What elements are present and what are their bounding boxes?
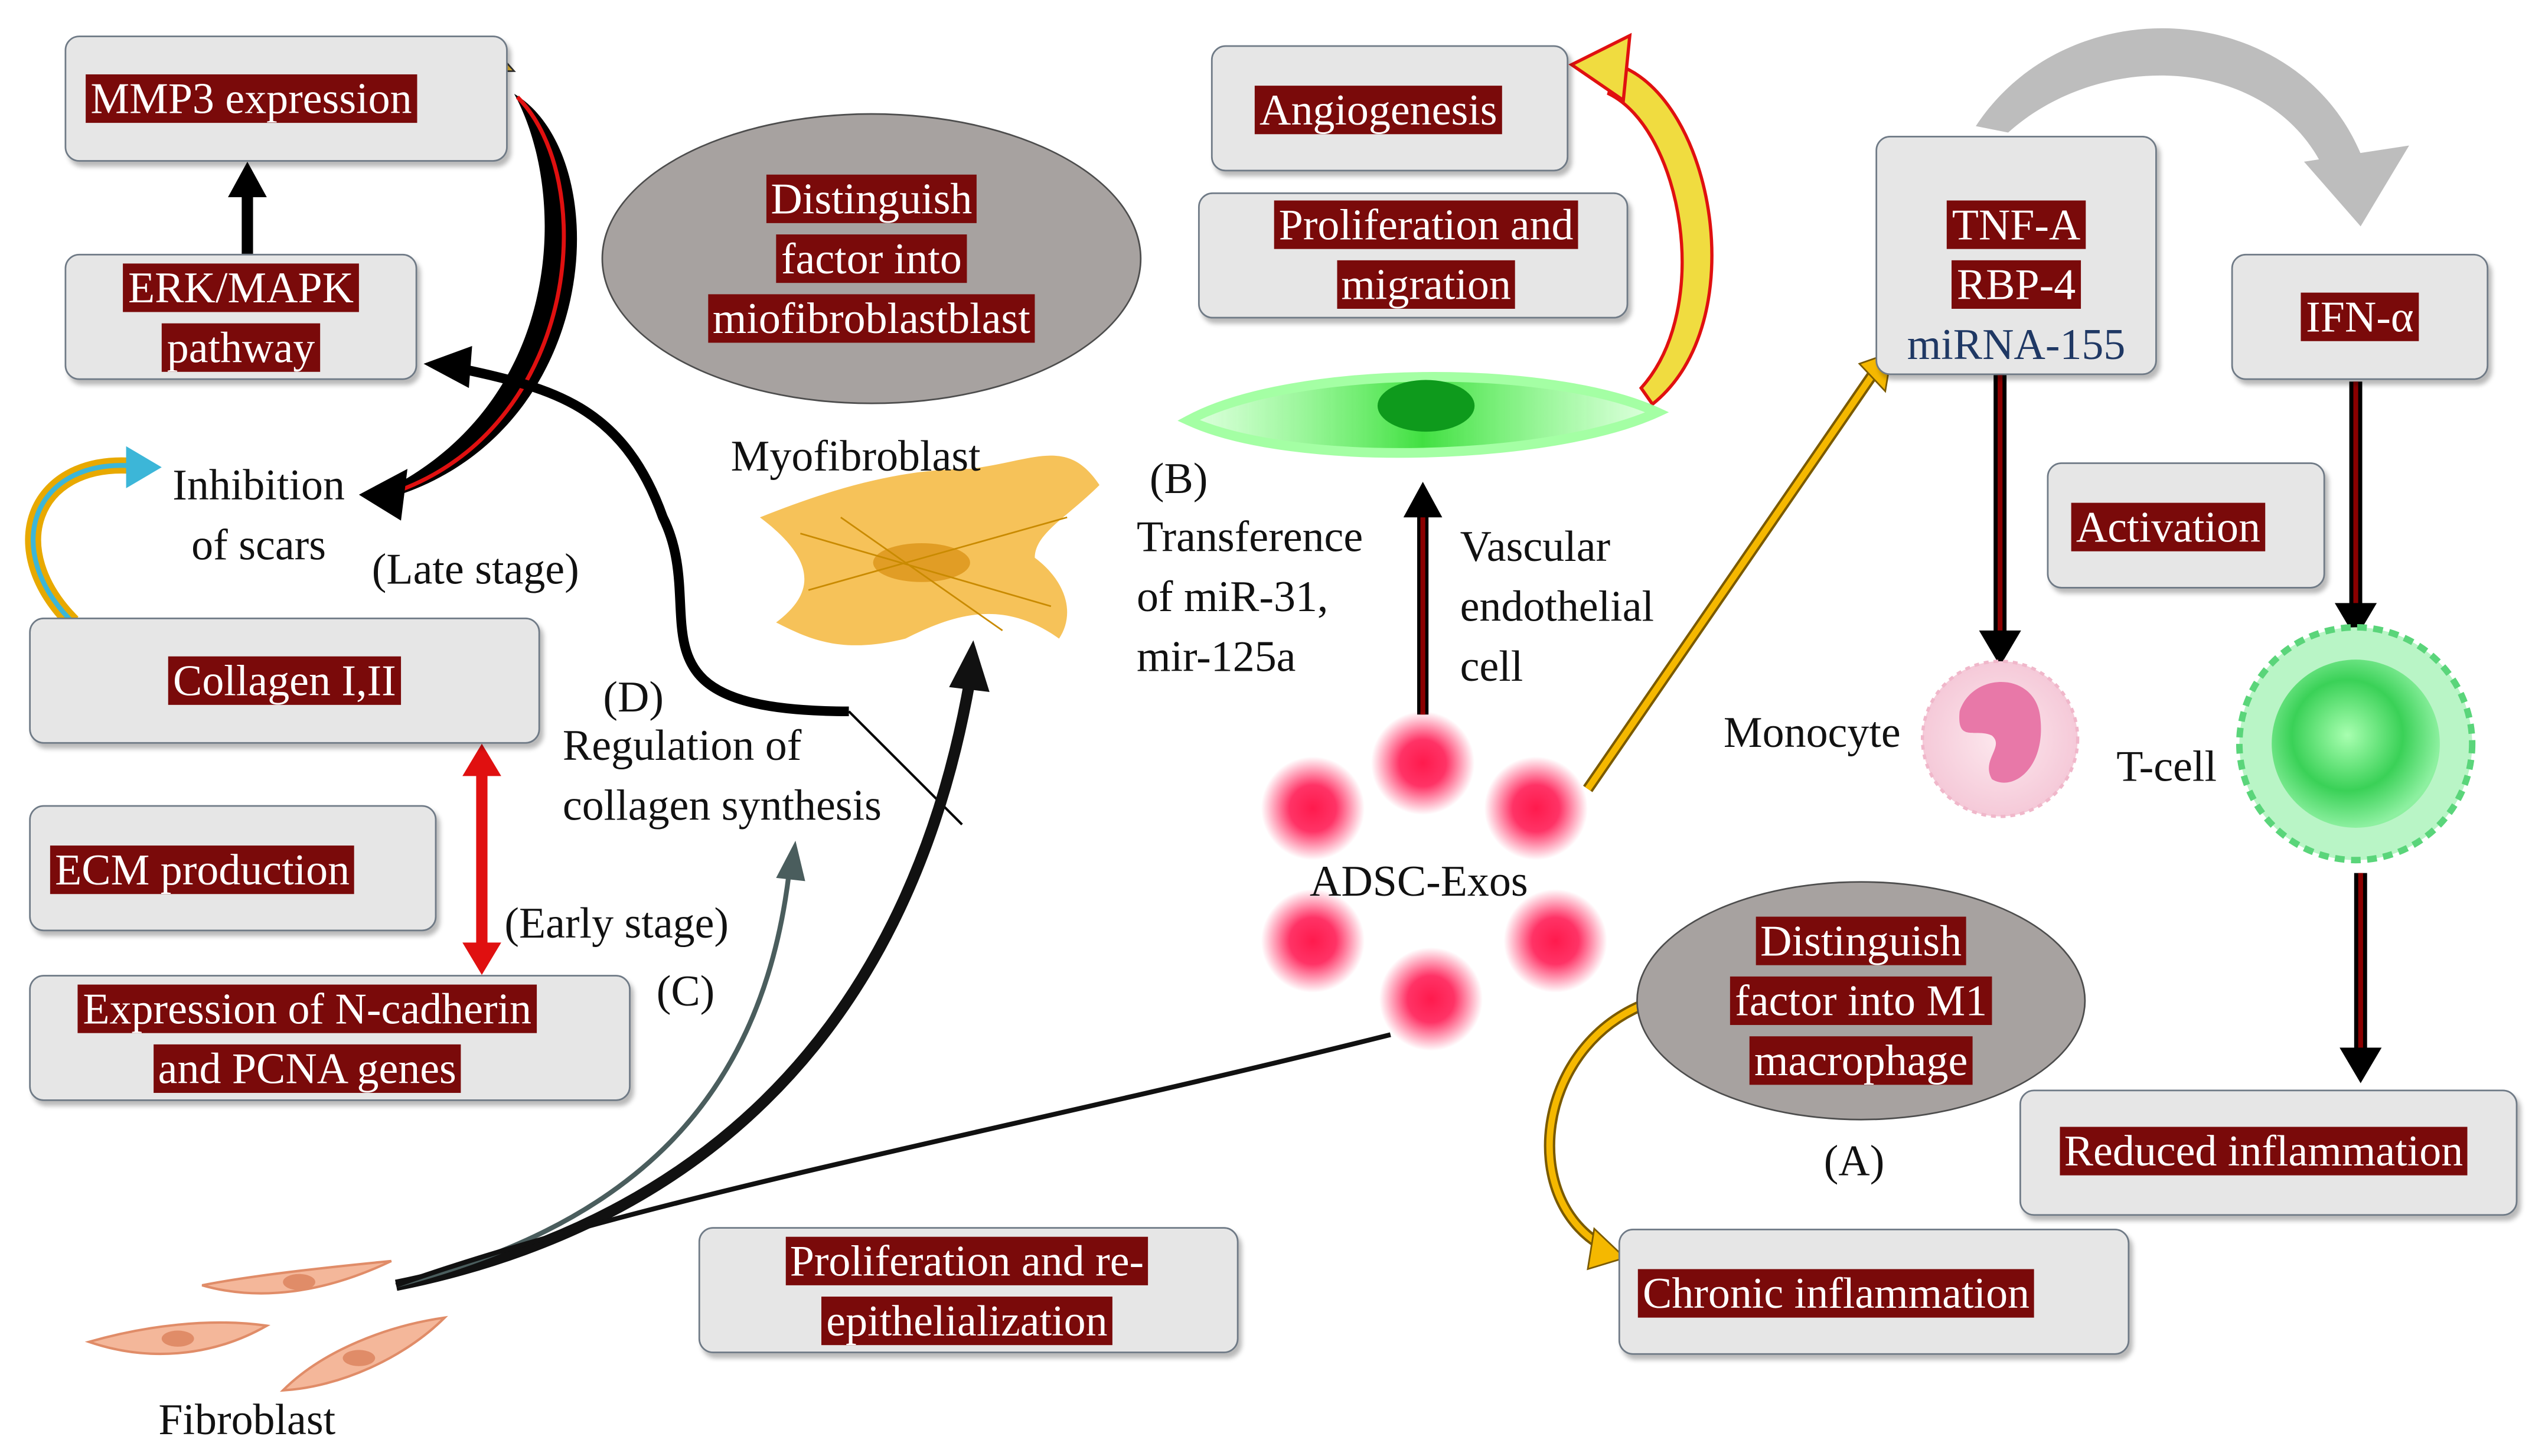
d-tag: (D) (603, 672, 664, 722)
collagen-text: Collagen I,II (168, 656, 401, 705)
reduced-text: Reduced inflammation (2059, 1127, 2468, 1176)
ecm-text: ECM production (50, 845, 355, 895)
endothelial-cell (1177, 372, 1669, 458)
collagen-label: Collagen I,II (29, 651, 540, 711)
myofibroblast-factor-ellipse: Distinguish factor into miofibroblastbla… (601, 113, 1142, 404)
transfer-line-2: of miR-31, (1136, 572, 1329, 621)
erk-label: ERK/MAPK pathway (65, 259, 417, 378)
inhibition-line-1: Inhibition (172, 461, 345, 510)
late-stage-label: (Late stage) (371, 544, 579, 593)
monocyte-label: Monocyte (1723, 708, 1901, 757)
myofibroblast-cell (759, 455, 1099, 645)
prolif-migration-label: Proliferation and migration (1235, 195, 1617, 315)
tnf-text: TNF-A (1947, 200, 2086, 249)
regulation-line-2: collagen synthesis (562, 781, 882, 830)
inhibition-line-2: of scars (191, 520, 327, 569)
b-tag: (B) (1149, 454, 1208, 503)
endothelial-to-angiogenesis-arrow (1568, 32, 1714, 407)
myo-factor-line-1: Distinguish (766, 174, 977, 223)
ifn-text: IFN-α (2301, 292, 2419, 341)
m1-factor-line-2: factor into M1 (1730, 975, 1992, 1024)
ifn-label: IFN-α (2231, 288, 2488, 347)
ecm-label: ECM production (50, 841, 355, 900)
a-tag: (A) (1823, 1136, 1885, 1186)
m1-to-chronic-arrow (1544, 1000, 1644, 1271)
prolif-epi-line-2: epithelialization (821, 1297, 1112, 1346)
transfer-line-1: Transference (1136, 512, 1363, 561)
chronic-label: Chronic inflammation (1637, 1264, 2035, 1324)
erk-to-mmp3-arrow (228, 161, 267, 254)
prolif-mig-line-2: migration (1336, 260, 1516, 309)
chronic-text: Chronic inflammation (1637, 1269, 2035, 1318)
angiogenesis-label: Angiogenesis (1254, 81, 1502, 141)
tnf-label: TNF-A RBP-4 miRNA-155 (1875, 195, 2156, 375)
tnf-box (1875, 136, 2157, 376)
vascular-line-1: Vascular (1460, 522, 1611, 571)
myo-factor-line-3: miofibroblastblast (707, 293, 1036, 342)
rbp-text: RBP-4 (1952, 260, 2081, 309)
angiogenesis-text: Angiogenesis (1254, 86, 1502, 135)
c-tag: (C) (656, 967, 715, 1016)
mirna155-text: miRNA-155 (1907, 320, 2126, 369)
collagen-to-inhibition-arrow (25, 446, 162, 628)
exosome-cluster (1261, 711, 1607, 1051)
prolif-epi-line-1: Proliferation and re- (785, 1236, 1149, 1285)
tnf-to-monocyte-arrow (1979, 375, 2021, 667)
m1-factor-line-1: Distinguish (1755, 916, 1967, 965)
mmp3-to-inhibition-arrow (358, 93, 577, 521)
prolif-mig-line-1: Proliferation and (1274, 200, 1578, 249)
activation-text: Activation (2071, 502, 2266, 551)
tnf-to-ifn-arrow (1976, 28, 2409, 227)
transference-label: Transference of miR-31, mir-125a (1137, 508, 1363, 687)
monocyte-cell (1920, 660, 2080, 818)
erk-line-1: ERK/MAPK (123, 263, 359, 312)
transfer-line-3: mir-125a (1136, 632, 1296, 681)
activation-label: Activation (2071, 498, 2266, 557)
fibroblast-to-myofibroblast-arrows (394, 640, 1391, 1291)
ncad-line-2: and PCNA genes (153, 1044, 462, 1093)
erk-line-2: pathway (162, 323, 320, 372)
red-double-arrow (462, 743, 501, 975)
mmp3-text: MMP3 expression (86, 74, 417, 123)
myo-factor-line-2: factor into (776, 233, 967, 282)
adsc-exos-label: ADSC-Exos (1309, 857, 1528, 906)
m1-factor-ellipse: Distinguish factor into M1 macrophage (1636, 881, 2086, 1121)
regulation-label: Regulation of collagen synthesis (563, 716, 882, 836)
regulation-line-1: Regulation of (562, 721, 802, 770)
vascular-label: Vascular endothelial cell (1460, 517, 1654, 697)
ifn-to-tcell-arrow (2334, 381, 2377, 639)
mmp3-label: MMP3 expression (86, 70, 417, 129)
tcell-label: T-cell (2116, 742, 2217, 791)
ncad-line-1: Expression of N-cadherin (78, 984, 537, 1033)
exos-to-endothelial-arrow (1403, 481, 1443, 715)
tcell-to-reduced-arrow (2340, 873, 2382, 1083)
myofibroblast-label: Myofibroblast (730, 432, 981, 481)
vascular-line-2: endothelial (1460, 582, 1655, 631)
vascular-line-3: cell (1460, 642, 1523, 691)
ncad-label: Expression of N-cadherin and PCNA genes (29, 980, 585, 1099)
early-stage-label: (Early stage) (504, 899, 729, 948)
prolif-epi-label: Proliferation and re- epithelialization (760, 1232, 1174, 1352)
fibroblast-label: Fibroblast (158, 1395, 336, 1444)
reduced-label: Reduced inflammation (2019, 1122, 2508, 1181)
inhibition-label: Inhibition of scars (145, 456, 371, 576)
fibroblast-cells (84, 1259, 448, 1392)
tcell-cell (2236, 623, 2476, 864)
m1-factor-line-3: macrophage (1749, 1035, 1973, 1084)
